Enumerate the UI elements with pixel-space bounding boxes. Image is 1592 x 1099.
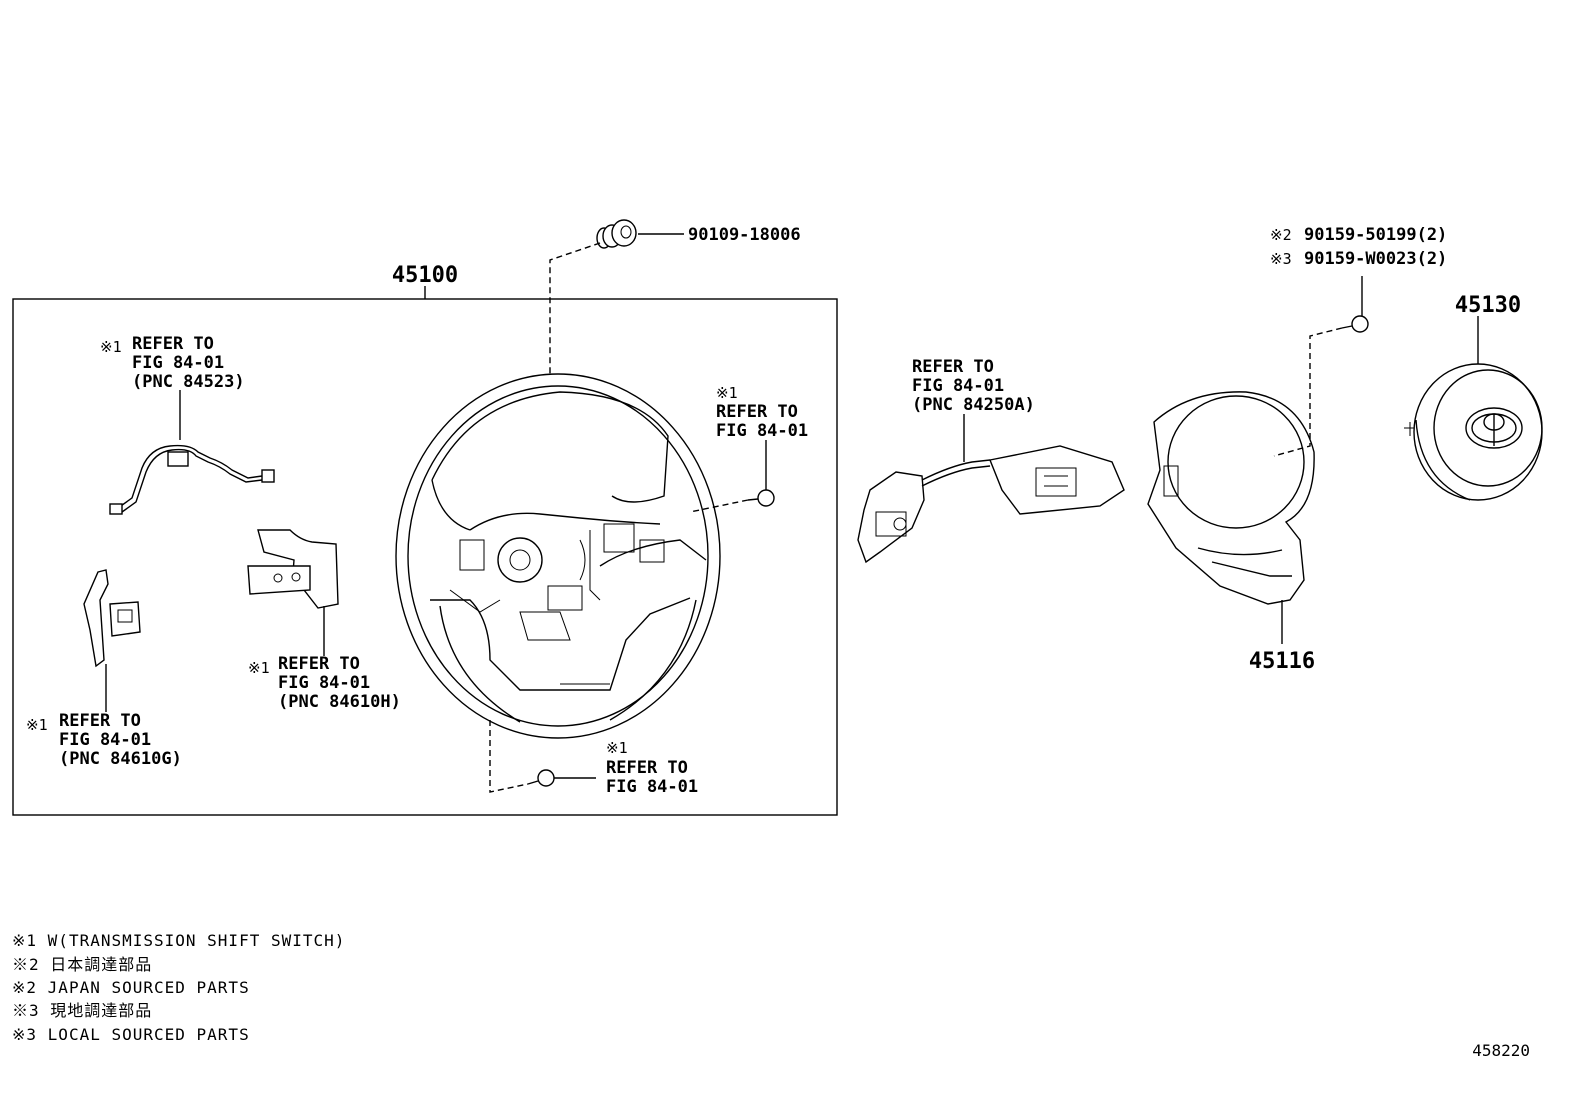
refer-pad-switch-line2: FIG 84-01 [912,376,1004,396]
mark-note1-spiral: ※1 [100,338,122,356]
mark-note3-screw: ※3 [1270,250,1292,268]
refer-shift-top-line2: FIG 84-01 [716,421,808,441]
toyota-emblem-icon [1465,407,1523,449]
part-number-45130[interactable]: 45130 [1455,293,1521,318]
mark-note1-paddle-h: ※1 [248,659,270,677]
steering-wheel-group: 45100 [12,263,838,816]
shift-switch-screw-bottom [489,720,596,793]
refer-paddle-h-line2: FIG 84-01 [278,673,370,693]
legend-line-5: ※3 LOCAL SOURCED PARTS [12,1025,250,1044]
legend: ※1 W(TRANSMISSION SHIFT SWITCH) ※2 日本調達部… [12,931,345,1044]
mark-note1-paddle-g: ※1 [26,716,48,734]
steering-wheel [395,373,721,739]
part-number-90159-50199[interactable]: 90159-50199(2) [1304,225,1447,245]
horn-pad: 45130 [1404,293,1543,501]
refer-paddle-g-line3: (PNC 84610G) [59,749,182,769]
refer-paddle-g-line2: FIG 84-01 [59,730,151,750]
mark-note1-shift-bottom: ※1 [606,739,628,757]
part-number-90159-W0023[interactable]: 90159-W0023(2) [1304,249,1447,269]
mark-note1-shift-top: ※1 [716,384,738,402]
cover-screw [1273,276,1369,457]
refer-paddle-g-line1: REFER TO [59,711,141,731]
legend-line-1: ※1 W(TRANSMISSION SHIFT SWITCH) [12,931,345,950]
legend-line-2: ※2 日本調達部品 [12,955,152,974]
refer-paddle-h-line1: REFER TO [278,654,360,674]
screw-icon [527,769,555,787]
refer-shift-bottom-line2: FIG 84-01 [606,777,698,797]
lower-cover: 45116 [1147,391,1315,674]
paddle-switch-g [83,569,141,712]
mark-note2-screw: ※2 [1270,226,1292,244]
refer-pad-switch-line1: REFER TO [912,357,994,377]
steering-pad-switch [857,414,1125,564]
refer-paddle-h-line3: (PNC 84610H) [278,692,401,712]
part-number-45116[interactable]: 45116 [1249,649,1315,674]
refer-spiral-line1: REFER TO [132,334,214,354]
screw-icon [747,489,775,507]
paddle-switch-h [247,529,339,656]
part-number-90109-18006[interactable]: 90109-18006 [688,225,801,245]
screw-icon [1341,315,1369,333]
spiral-cable-harness [109,390,275,515]
refer-shift-top-line1: REFER TO [716,402,798,422]
refer-pad-switch-line3: (PNC 84250A) [912,395,1035,415]
refer-spiral-line3: (PNC 84523) [132,372,245,392]
refer-spiral-line2: FIG 84-01 [132,353,224,373]
part-number-45100[interactable]: 45100 [392,263,458,288]
center-nut[interactable]: 90109-18006 [549,219,801,500]
hex-nut-icon [596,219,637,249]
figure-id: 458220 [1472,1041,1530,1060]
legend-line-3: ※2 JAPAN SOURCED PARTS [12,978,250,997]
shift-switch-screw-top [689,440,775,513]
refer-shift-bottom-line1: REFER TO [606,758,688,778]
legend-line-4: ※3 現地調達部品 [12,1001,152,1020]
